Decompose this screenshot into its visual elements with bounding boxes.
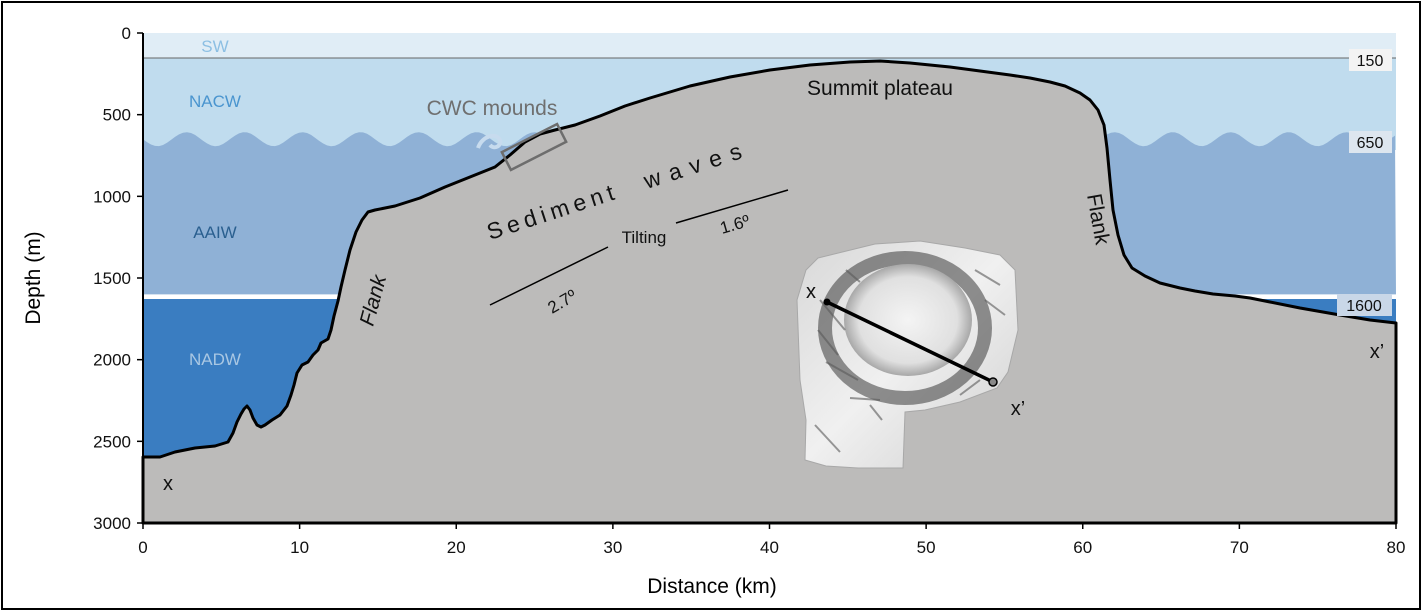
x-tick-label: 30 <box>603 538 622 557</box>
inset-profile-end-point <box>988 377 998 387</box>
depth-badge-150: 150 <box>1357 53 1384 70</box>
summit-plateau-label: Summit plateau <box>807 77 953 100</box>
y-tick-label: 1500 <box>93 269 131 288</box>
x-tick-label: 20 <box>447 538 466 557</box>
inset-start-label: x <box>806 281 816 303</box>
water-mass-labels: SW NACW AAIW NADW <box>189 37 241 369</box>
tilt-line-lower <box>489 246 609 306</box>
x-tick-label: 70 <box>1230 538 1249 557</box>
x-tick-label: 60 <box>1073 538 1092 557</box>
cwc-wave-curl <box>476 133 503 150</box>
tilt-line-upper <box>675 189 789 224</box>
water-label-nadw: NADW <box>189 350 241 369</box>
profile-start-label: x <box>163 473 173 495</box>
inset-gully-texture <box>814 269 1006 453</box>
inset-end-label: x’ <box>1011 398 1025 420</box>
depth-badge-650: 650 <box>1357 135 1384 152</box>
inset-crater-rim <box>818 251 992 405</box>
cwc-mounds-annotation: CWC mounds <box>427 97 568 172</box>
seamount-profile <box>141 59 1398 525</box>
x-axis-ticks: 0 10 20 30 40 50 60 70 80 <box>138 523 1405 557</box>
inset-bathymetry-map: x x’ <box>796 240 1025 469</box>
x-tick-label: 80 <box>1387 538 1406 557</box>
y-tick-label: 2500 <box>93 432 131 451</box>
profile-end-label: x’ <box>1370 341 1384 363</box>
depth-badge-bg <box>1349 131 1392 153</box>
x-tick-label: 50 <box>917 538 936 557</box>
x-axis-title: Distance (km) <box>647 575 777 598</box>
y-tick-label: 3000 <box>93 514 131 533</box>
water-label-nacw: NACW <box>189 92 241 111</box>
tilting-label: Tilting <box>622 228 667 247</box>
inset-profile-start-point <box>823 298 831 306</box>
water-label-sw: SW <box>201 37 228 56</box>
y-axis-ticks: 0 500 1000 1500 2000 2500 3000 <box>93 24 143 533</box>
y-tick-label: 0 <box>122 24 131 43</box>
cwc-mounds-label: CWC mounds <box>427 97 558 120</box>
x-tick-label: 40 <box>760 538 779 557</box>
inset-summit-plateau <box>844 264 972 376</box>
y-tick-label: 1000 <box>93 187 131 206</box>
x-tick-label: 10 <box>290 538 309 557</box>
y-tick-label: 2000 <box>93 351 131 370</box>
x-tick-label: 0 <box>138 538 147 557</box>
inset-profile-line <box>826 300 994 384</box>
cwc-mounds-box <box>500 122 568 172</box>
water-label-aaiw: AAIW <box>193 223 236 242</box>
y-axis-title: Depth (m) <box>22 231 45 324</box>
depth-badge-bg <box>1337 294 1392 316</box>
y-tick-label: 500 <box>103 106 131 125</box>
depth-badge-1600: 1600 <box>1346 298 1382 315</box>
water-layer-sw <box>143 33 1396 58</box>
depth-badge-bg <box>1349 49 1392 71</box>
boundary-depth-badges: 150 650 1600 <box>1337 49 1392 316</box>
